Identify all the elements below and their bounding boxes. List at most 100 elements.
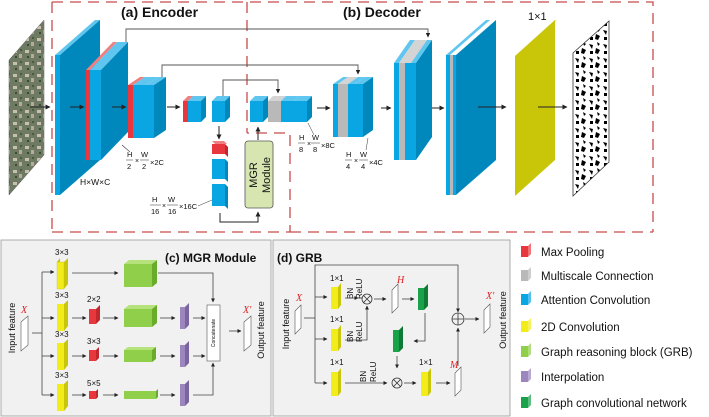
legend-item: Graph convolutional network bbox=[521, 394, 687, 410]
legend-label: 2D Convolution bbox=[541, 322, 620, 334]
svg-text:H: H bbox=[299, 133, 304, 142]
legend-swatch bbox=[521, 270, 528, 281]
svg-text:4: 4 bbox=[346, 162, 350, 171]
svg-text:16: 16 bbox=[151, 207, 159, 216]
final-conv-label: 1×1 bbox=[528, 11, 547, 23]
input-satellite-image bbox=[8, 19, 45, 196]
mgr-branch-1: 3×3 bbox=[42, 248, 215, 303]
mgr-input-symbol: X bbox=[20, 305, 28, 316]
svg-text:×: × bbox=[135, 158, 139, 165]
grb-h-symbol: H bbox=[396, 275, 405, 286]
mgr-module-panel: (c) MGR Module Input feature X 3×3 3×3 bbox=[0, 239, 272, 417]
mgr-output-symbol: X' bbox=[242, 305, 252, 316]
dim-label-h4: H 4 × W 4 ×4C bbox=[345, 137, 384, 171]
multiply-icon bbox=[361, 293, 373, 305]
encoder-decoder-frame bbox=[51, 1, 654, 233]
svg-text:4: 4 bbox=[361, 162, 365, 171]
legend-item: Attention Convolution bbox=[521, 291, 650, 307]
svg-text:W: W bbox=[360, 150, 368, 159]
dim-label-h16: H 16 × W 16 ×16C bbox=[150, 195, 213, 216]
final-conv-1x1: 1×1 bbox=[515, 11, 568, 196]
legend-item: Graph reasoning block (GRB) bbox=[521, 343, 693, 359]
svg-text:Concatenate: Concatenate bbox=[211, 319, 217, 348]
legend-swatch bbox=[521, 346, 528, 357]
svg-text:5×5: 5×5 bbox=[87, 379, 101, 388]
grb-input-label: Input feature bbox=[281, 299, 291, 350]
mgr-branch-4: 3×3 5×5 bbox=[42, 362, 215, 411]
legend-item: Multiscale Connection bbox=[521, 267, 654, 283]
grb-output-label: Output feature bbox=[498, 291, 508, 349]
svg-text:×16C: ×16C bbox=[179, 202, 198, 211]
svg-text:2: 2 bbox=[142, 162, 146, 171]
svg-text:3×3: 3×3 bbox=[87, 337, 101, 346]
svg-text:H: H bbox=[127, 150, 132, 159]
encoder-stage-2 bbox=[112, 77, 166, 138]
svg-text:×: × bbox=[354, 158, 358, 165]
legend-swatch bbox=[521, 294, 528, 305]
svg-text:W: W bbox=[141, 150, 149, 159]
decoder-stage-3 bbox=[394, 40, 445, 160]
svg-text:W: W bbox=[312, 133, 320, 142]
svg-text:1×1: 1×1 bbox=[330, 315, 344, 324]
svg-text:H: H bbox=[152, 195, 157, 204]
svg-text:×: × bbox=[162, 203, 166, 210]
mgr-branch-3: 3×3 3×3 bbox=[42, 330, 206, 370]
legend-item: 2D Convolution bbox=[521, 318, 620, 334]
encoder-stage-3 bbox=[167, 96, 230, 140]
svg-text:BN: BN bbox=[346, 288, 355, 299]
svg-text:8: 8 bbox=[299, 145, 303, 154]
svg-text:BN: BN bbox=[359, 371, 368, 382]
legend-label: Multiscale Connection bbox=[541, 271, 654, 283]
legend-swatch bbox=[521, 371, 528, 382]
dim-label-h8: H 8 × W 8 ×8C bbox=[298, 122, 336, 154]
decoder-stage-4 bbox=[446, 20, 507, 195]
grb-m-symbol: M bbox=[449, 360, 459, 371]
svg-text:H: H bbox=[346, 150, 351, 159]
mgr-output-feature bbox=[243, 315, 252, 352]
grb-input-symbol: X bbox=[295, 293, 303, 304]
svg-text:1×1: 1×1 bbox=[419, 358, 433, 367]
encoder-stage-1 bbox=[55, 20, 128, 195]
encoder-bottleneck bbox=[212, 141, 261, 223]
legend-label: Graph reasoning block (GRB) bbox=[541, 347, 693, 359]
mgr-output-label: Output feature bbox=[256, 301, 266, 359]
dim-label-h2: H 2 × W 2 ×2C bbox=[126, 150, 165, 171]
legend-label: Max Pooling bbox=[541, 247, 604, 259]
mgr-input-feature bbox=[20, 315, 29, 352]
legend-item: Interpolation bbox=[521, 368, 604, 384]
legend-swatch bbox=[521, 321, 528, 332]
svg-text:ReLU: ReLU bbox=[355, 321, 364, 342]
mgr-branch-2: 3×3 2×2 bbox=[42, 291, 206, 331]
svg-text:1×1: 1×1 bbox=[330, 358, 344, 367]
svg-text:8: 8 bbox=[313, 145, 317, 154]
legend-label: Graph convolutional network bbox=[541, 398, 687, 410]
svg-text:W: W bbox=[168, 195, 176, 204]
legend-label: Interpolation bbox=[541, 372, 604, 384]
mgr-input-label: Input feature bbox=[7, 303, 17, 354]
svg-text:MGR: MGR bbox=[248, 162, 260, 188]
skip-connections bbox=[125, 28, 431, 96]
decoder-stage-1 bbox=[250, 96, 331, 122]
svg-text:BN: BN bbox=[346, 331, 355, 342]
mgr-module-box: MGR Module bbox=[244, 126, 274, 209]
svg-text:16: 16 bbox=[168, 207, 176, 216]
svg-text:×4C: ×4C bbox=[369, 158, 384, 167]
legend-swatch bbox=[521, 246, 528, 257]
decoder-stage-2 bbox=[333, 77, 392, 137]
legend-item: Max Pooling bbox=[521, 243, 604, 259]
svg-text:3×3: 3×3 bbox=[55, 371, 69, 380]
output-segmentation-map bbox=[572, 20, 610, 197]
svg-text:3×3: 3×3 bbox=[55, 330, 69, 339]
svg-text:Module: Module bbox=[261, 157, 273, 193]
svg-text:3×3: 3×3 bbox=[55, 248, 69, 257]
svg-text:×8C: ×8C bbox=[321, 141, 336, 150]
grb-output-symbol: X' bbox=[485, 291, 495, 302]
grb-panel-title: (d) GRB bbox=[277, 251, 323, 265]
mgr-panel-title: (c) MGR Module bbox=[165, 251, 257, 265]
grb-panel: (d) GRB Input feature X 1×1 BN ReLU H 1×… bbox=[272, 239, 511, 417]
svg-text:2: 2 bbox=[127, 162, 131, 171]
encoder-title: (a) Encoder bbox=[121, 4, 199, 20]
svg-text:1×1: 1×1 bbox=[330, 274, 344, 283]
svg-text:ReLU: ReLU bbox=[355, 278, 364, 299]
